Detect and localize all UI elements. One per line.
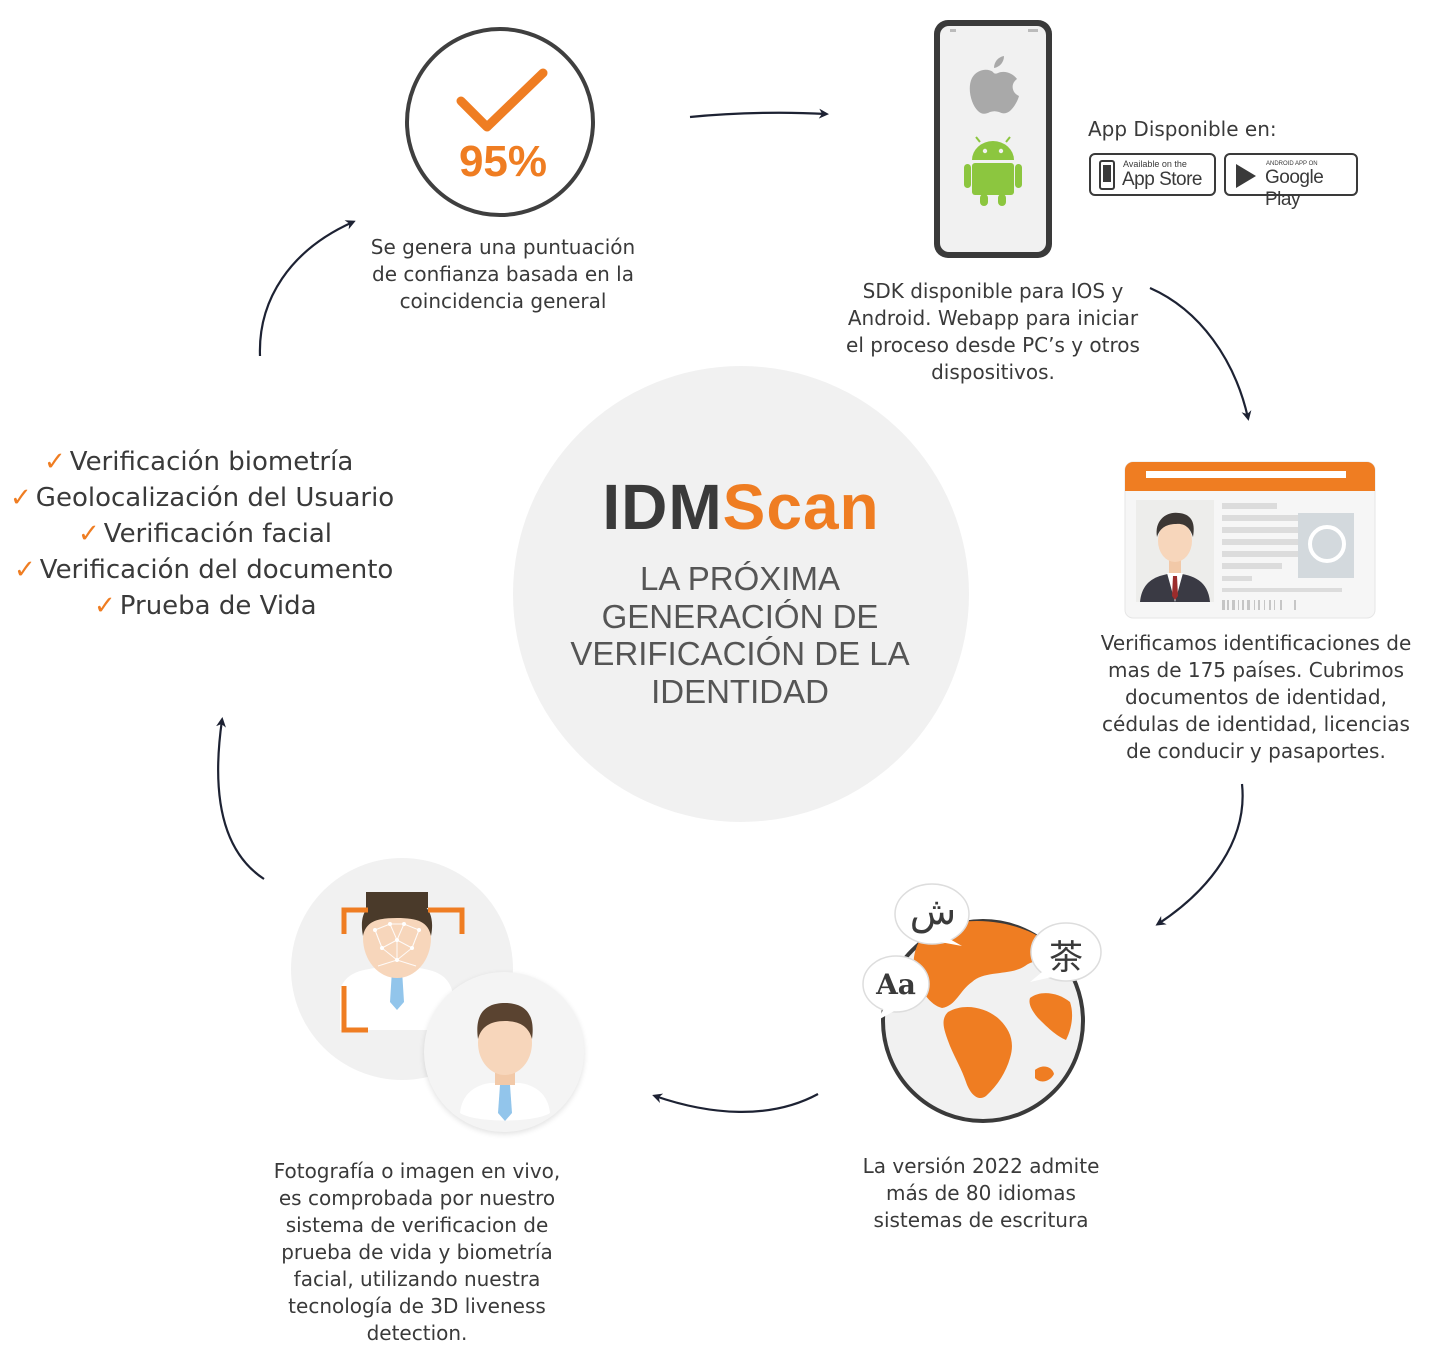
- languages-caption: La versión 2022 admite más de 80 idiomas…: [862, 1154, 1100, 1232]
- arrow-sdk-to-id: [1149, 286, 1252, 421]
- android-icon: [964, 136, 1022, 206]
- checkmark-icon: ✓: [94, 591, 116, 621]
- person-icon: [460, 1003, 550, 1121]
- arrow-score-to-sdk: [689, 108, 829, 119]
- checkmark-icon: [456, 68, 548, 132]
- checkmark-icon: ✓: [78, 519, 100, 549]
- app-store-big: App Store: [1122, 169, 1203, 190]
- tagline: LA PRÓXIMA GENERACIÓN DE VERIFICACIÓN DE…: [570, 560, 910, 710]
- brand-part-2: Scan: [722, 471, 880, 543]
- center-circle: [513, 366, 969, 822]
- stores-heading: App Disponible en:: [1088, 117, 1277, 141]
- checkmark-icon: ✓: [14, 555, 36, 585]
- phone-icon: [934, 20, 1052, 258]
- score-ring: [405, 27, 595, 217]
- google-play-badge[interactable]: ANDROID APP ON Google Play: [1224, 153, 1358, 210]
- glyph-arabic: ش: [909, 889, 957, 933]
- arrow-checklist-to-score: [258, 220, 356, 357]
- app-store-badge[interactable]: Available on the App Store: [1089, 153, 1216, 196]
- speech-bubble-arabic: [894, 883, 970, 946]
- face-scan-icon: [340, 892, 465, 1033]
- arrow-id-to-languages: [1155, 783, 1244, 926]
- arrow-liveness-to-checklist: [216, 717, 265, 880]
- play-icon: [1236, 164, 1256, 188]
- brand-part-1: IDM: [602, 471, 723, 543]
- apple-icon: [969, 56, 1019, 114]
- checkmark-icon: ✓: [10, 483, 32, 513]
- brand-logo: IDMScan: [513, 470, 969, 544]
- globe-icon: [862, 883, 1102, 1123]
- glyph-latin: Aa: [876, 968, 916, 1001]
- speech-bubble-chinese: [1030, 922, 1102, 982]
- checklist-item-2: ✓Geolocalización del Usuario: [10, 483, 395, 513]
- sdk-caption: SDK disponible para IOS y Android. Webap…: [846, 279, 1140, 384]
- arrow-languages-to-liveness: [652, 1093, 819, 1113]
- google-play-small: ANDROID APP ON: [1266, 161, 1318, 167]
- checklist-item-4: ✓Verificación del documento: [14, 555, 394, 585]
- checklist-item-5: ✓Prueba de Vida: [94, 591, 317, 621]
- google-play-big: Google Play: [1265, 167, 1324, 210]
- score-value: 95%: [458, 137, 548, 186]
- checkmark-icon: ✓: [44, 447, 66, 477]
- idcard-caption: Verificamos identificaciones de mas de 1…: [1100, 631, 1412, 763]
- id-card-icon: [1124, 461, 1376, 619]
- checklist-item-3: ✓Verificación facial: [78, 519, 333, 549]
- speech-bubble-latin: [862, 955, 930, 1020]
- glyph-chinese: 茶: [1049, 938, 1083, 978]
- liveness-caption: Fotografía o imagen en vivo, es comproba…: [273, 1159, 561, 1345]
- checklist-item-1: ✓Verificación biometría: [44, 447, 354, 477]
- app-store-small: Available on the: [1123, 159, 1187, 169]
- score-caption: Se genera una puntuación de confianza ba…: [370, 235, 636, 313]
- iphone-icon: [1099, 160, 1115, 190]
